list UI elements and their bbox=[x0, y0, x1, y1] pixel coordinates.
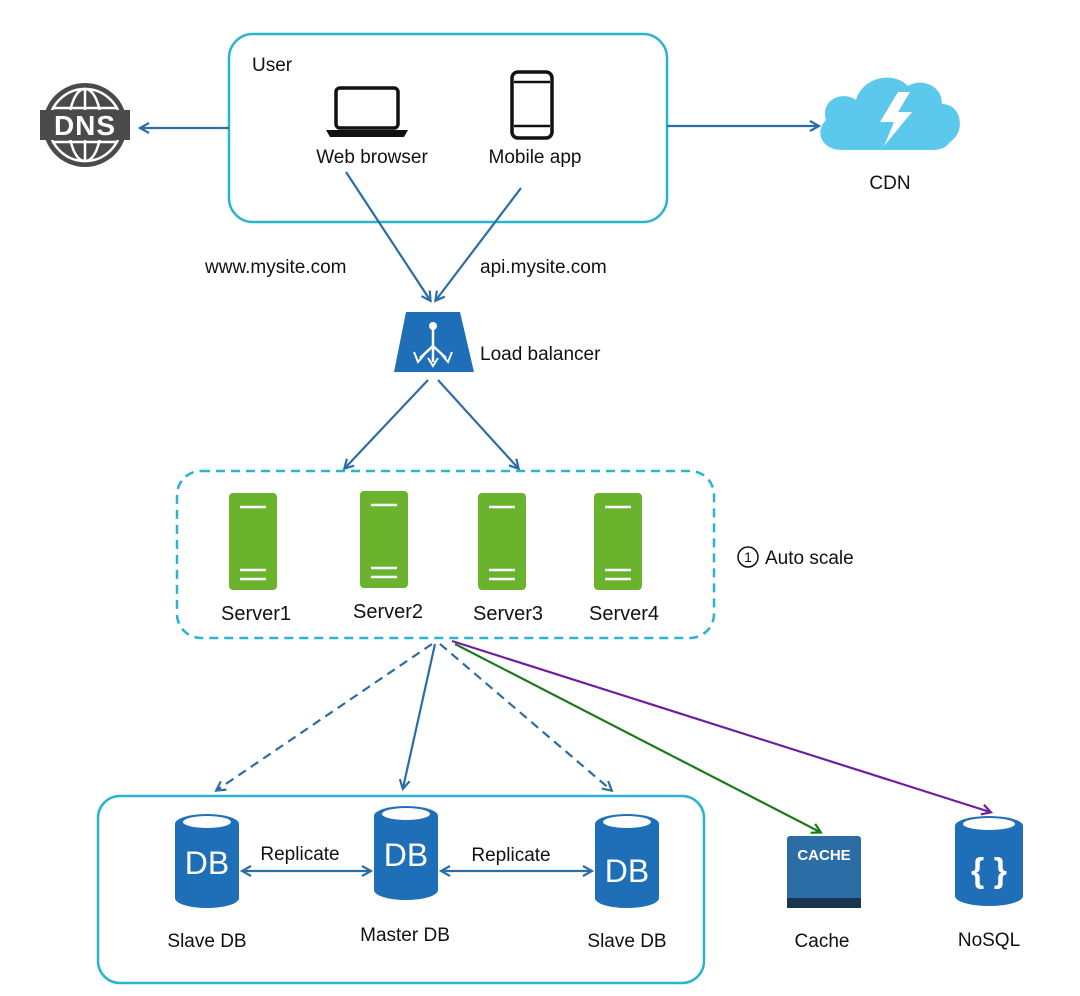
cdn-label: CDN bbox=[869, 173, 910, 194]
arrow-lb-to-servers-left bbox=[345, 379, 429, 468]
arrow-server-to-cache bbox=[454, 643, 820, 832]
cache-icon: CACHE bbox=[787, 836, 861, 908]
nosql-icon-text: { } bbox=[971, 852, 1007, 890]
nosql-icon: { } bbox=[955, 816, 1023, 906]
nosql-label: NoSQL bbox=[958, 930, 1020, 951]
master-db-label: Master DB bbox=[360, 925, 450, 946]
web-browser-label: Web browser bbox=[316, 147, 428, 168]
database-icon-text: DB bbox=[605, 853, 649, 889]
arrow-server-to-slave-left bbox=[217, 643, 433, 790]
server-icon bbox=[594, 493, 642, 590]
database-icon: DB bbox=[374, 806, 438, 900]
load-balancer-label: Load balancer bbox=[480, 344, 601, 365]
auto-scale-number-badge bbox=[737, 546, 759, 568]
server-label: Server2 bbox=[353, 601, 423, 623]
replicate-right-label: Replicate bbox=[471, 845, 550, 866]
web-domain-label: www.mysite.com bbox=[204, 257, 346, 278]
laptop-icon bbox=[326, 86, 408, 137]
arrow-server-to-slave-right bbox=[439, 643, 611, 790]
database-icon-text: DB bbox=[185, 845, 229, 881]
mobile-app-label: Mobile app bbox=[489, 147, 582, 168]
database-icon-text: DB bbox=[384, 837, 428, 873]
arrow-server-to-nosql bbox=[451, 639, 990, 812]
arrow-lb-to-servers-right bbox=[437, 379, 518, 468]
server-label: Server4 bbox=[589, 603, 659, 625]
dns-globe-icon: DNS bbox=[40, 83, 130, 167]
auto-scale-label: Auto scale bbox=[765, 548, 854, 569]
database-icon: DB bbox=[595, 814, 659, 908]
arrow-browser-to-lb bbox=[345, 171, 430, 300]
database-group-box bbox=[96, 794, 706, 985]
cache-label: Cache bbox=[795, 931, 850, 952]
mobile-phone-icon bbox=[510, 70, 554, 140]
user-group-title: User bbox=[252, 55, 293, 76]
server-label: Server1 bbox=[221, 603, 291, 625]
cache-icon-text: CACHE bbox=[797, 847, 850, 864]
server-icon bbox=[360, 491, 408, 588]
server-label: Server3 bbox=[473, 603, 543, 625]
load-balancer-icon bbox=[394, 312, 474, 372]
arrow-server-to-master bbox=[403, 643, 437, 788]
server-icon bbox=[478, 493, 526, 590]
server-group-box bbox=[175, 469, 716, 640]
slave-db-left-label: Slave DB bbox=[167, 931, 246, 952]
api-domain-label: api.mysite.com bbox=[480, 257, 607, 278]
cdn-cloud-icon bbox=[820, 77, 960, 150]
dns-icon-text: DNS bbox=[54, 110, 116, 141]
user-group-box bbox=[227, 32, 669, 224]
auto-scale-number: 1 bbox=[744, 549, 752, 565]
arrow-mobile-to-lb bbox=[436, 187, 522, 300]
replicate-left-label: Replicate bbox=[260, 844, 339, 865]
server-icon bbox=[229, 493, 277, 590]
slave-db-right-label: Slave DB bbox=[587, 931, 666, 952]
database-icon: DB bbox=[175, 814, 239, 908]
